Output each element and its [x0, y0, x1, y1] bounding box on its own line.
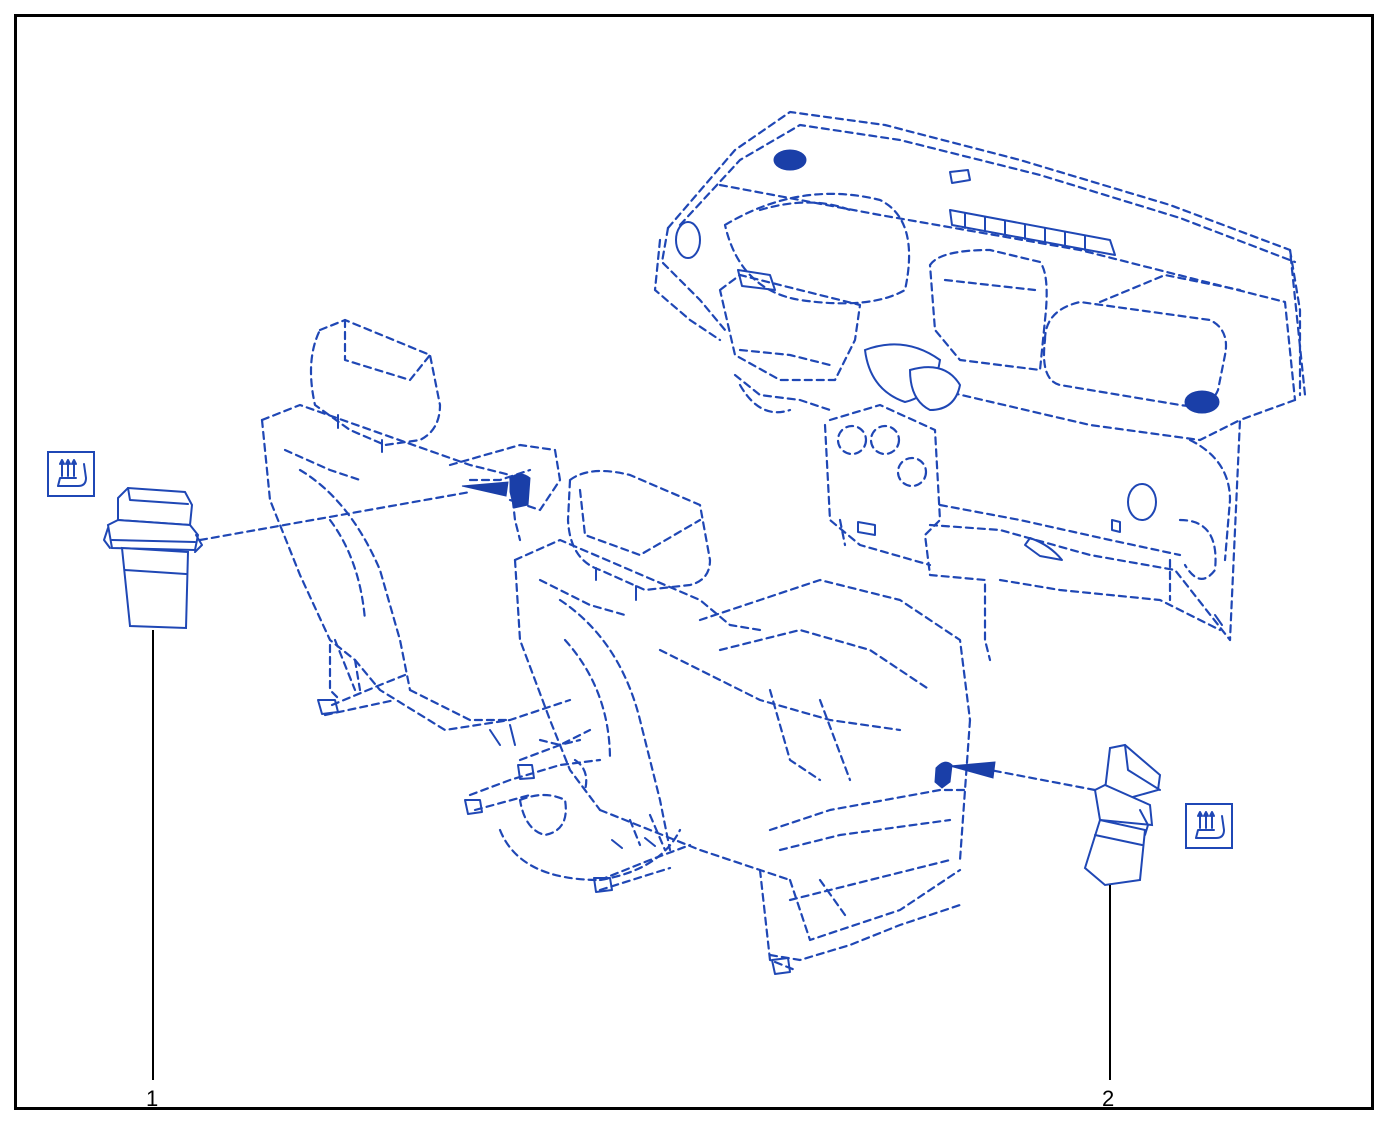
- leader-lines: [152, 630, 1111, 1080]
- left-seat: [260, 318, 572, 746]
- seat-heater-icon: [47, 451, 95, 497]
- seat-heater-switch-2: [1083, 743, 1162, 887]
- callout-label-1: 1: [146, 1086, 159, 1111]
- callout-label-2: 2: [1102, 1086, 1115, 1111]
- middle-seat: [448, 443, 562, 512]
- dashboard: [653, 110, 1307, 662]
- front-seat: [464, 469, 972, 975]
- seat-heater-icon: [1185, 803, 1233, 849]
- installation-lines: [198, 481, 1097, 792]
- seat-heater-switch-1: [103, 486, 203, 630]
